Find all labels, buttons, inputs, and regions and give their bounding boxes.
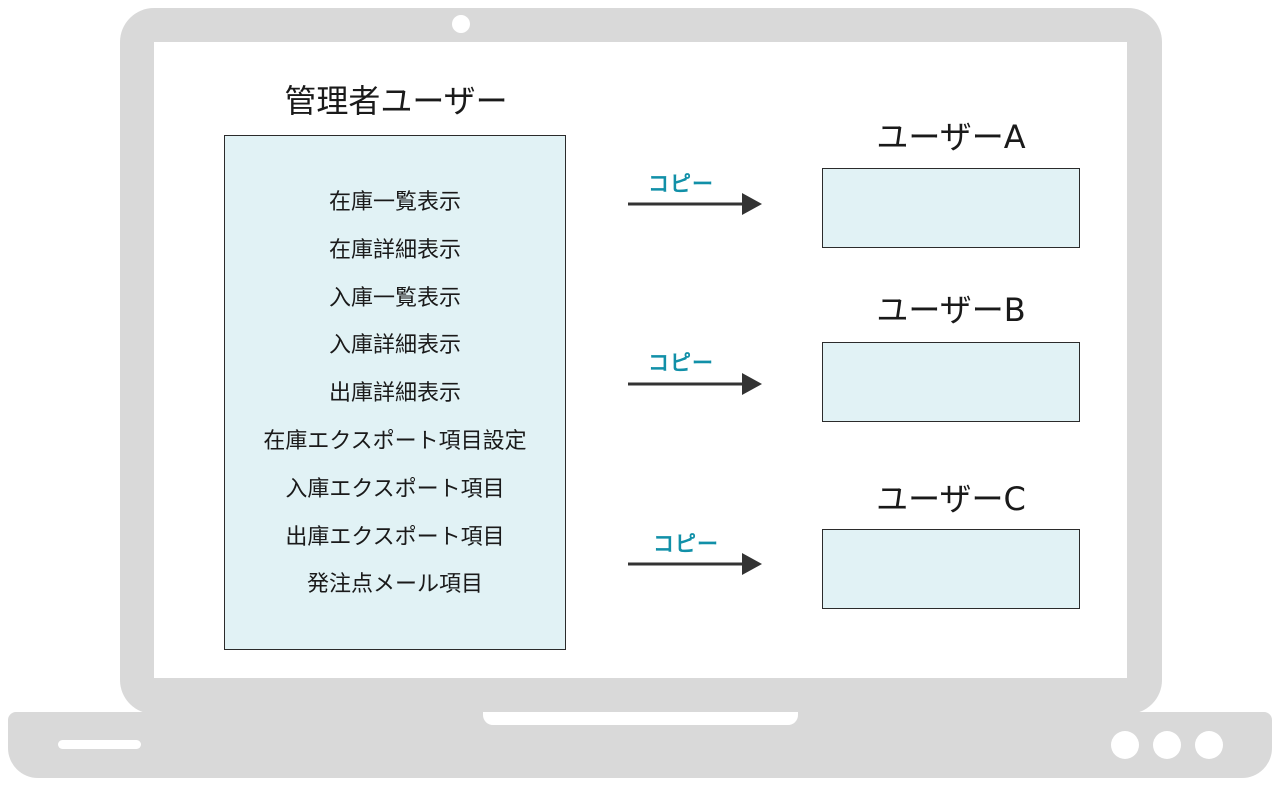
admin-permissions-box: 在庫一覧表示 在庫詳細表示 入庫一覧表示 入庫詳細表示 出庫詳細表示 在庫エクス… xyxy=(224,135,566,650)
copy-arrow-b: コピー xyxy=(626,347,766,397)
permission-item: 在庫エクスポート項目設定 xyxy=(263,428,527,454)
permission-item: 出庫詳細表示 xyxy=(328,381,461,407)
laptop-slot xyxy=(58,740,141,749)
permission-item: 入庫詳細表示 xyxy=(328,333,461,359)
laptop-indicator-dot xyxy=(1111,731,1139,759)
user-c-title: ユーザーC xyxy=(876,480,1026,518)
user-a-title: ユーザーA xyxy=(876,118,1026,156)
permission-item: 入庫エクスポート項目 xyxy=(285,476,505,502)
user-b-box xyxy=(822,342,1080,422)
user-a-box xyxy=(822,168,1080,248)
permission-item: 発注点メール項目 xyxy=(306,572,483,598)
camera-icon xyxy=(452,15,470,33)
permission-list: 在庫一覧表示 在庫詳細表示 入庫一覧表示 入庫詳細表示 出庫詳細表示 在庫エクス… xyxy=(225,184,565,614)
arrow-right-icon xyxy=(628,193,762,215)
copy-label: コピー xyxy=(653,532,719,556)
copy-arrow-c: コピー xyxy=(626,528,766,578)
arrow-right-icon xyxy=(628,373,762,395)
copy-label: コピー xyxy=(648,351,714,375)
permission-item: 在庫詳細表示 xyxy=(328,237,461,263)
laptop-indicator-dot xyxy=(1195,731,1223,759)
permission-item: 在庫一覧表示 xyxy=(328,190,461,215)
laptop-indicator-dot xyxy=(1153,731,1181,759)
permission-item: 出庫エクスポート項目 xyxy=(285,524,505,550)
permission-item: 入庫一覧表示 xyxy=(328,285,461,311)
arrow-right-icon xyxy=(628,553,762,575)
user-b-title: ユーザーB xyxy=(876,291,1026,329)
user-c-box xyxy=(822,529,1080,609)
copy-label: コピー xyxy=(648,172,714,196)
hinge-notch xyxy=(483,712,798,725)
copy-arrow-a: コピー xyxy=(626,168,766,218)
admin-title: 管理者ユーザー xyxy=(284,82,508,120)
